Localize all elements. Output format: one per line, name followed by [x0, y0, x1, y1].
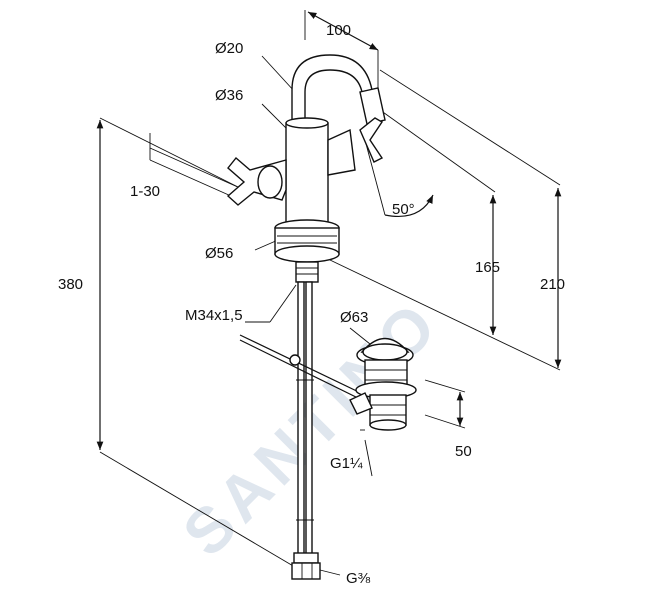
label-adjust-range: 1-30: [130, 183, 160, 200]
label-thread: M34x1,5: [185, 307, 243, 324]
label-hose-thread: G⅜: [346, 570, 371, 587]
waste-assembly: [239, 334, 417, 431]
label-overall-height: 210: [540, 276, 565, 293]
label-waste-diameter: Ø63: [340, 309, 368, 326]
label-handle-angle: 50°: [392, 201, 415, 218]
label-total-height: 380: [58, 276, 83, 293]
label-spout-height: 165: [475, 259, 500, 276]
label-body-diameter: Ø36: [215, 87, 243, 104]
dim-line-100: [307, 11, 379, 51]
label-spout-diameter: Ø20: [215, 40, 243, 57]
label-base-diameter: Ø56: [205, 245, 233, 262]
label-spout-reach: 100: [326, 22, 351, 39]
label-waste-thread: G1¼: [330, 455, 363, 472]
angle-arc: [384, 194, 434, 217]
label-waste-height: 50: [455, 443, 472, 460]
tap-assembly: [226, 54, 386, 580]
